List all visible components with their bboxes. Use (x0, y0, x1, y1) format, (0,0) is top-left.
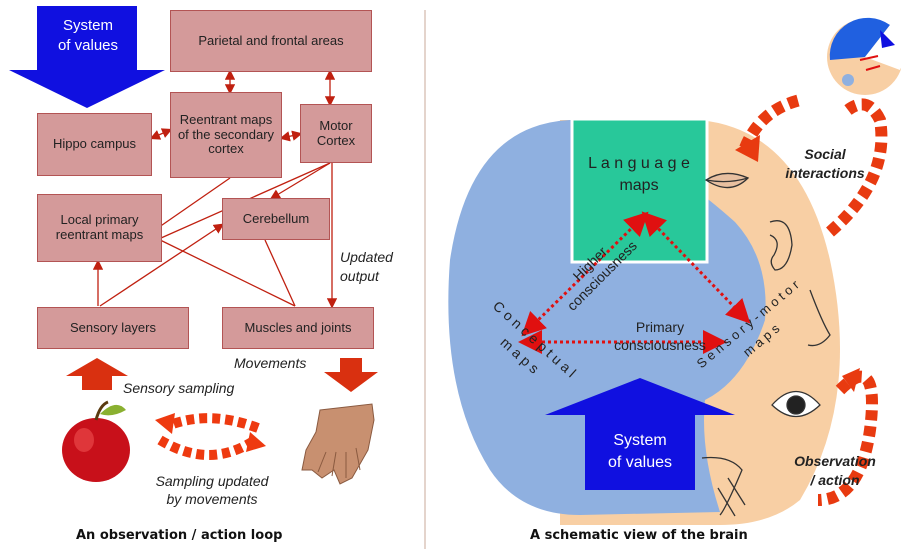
movements-down-arrow (324, 358, 378, 392)
primary-consciousness-label: Primary consciousness (614, 319, 706, 354)
language-maps-label: L a n g u a g e maps (588, 155, 690, 194)
social-loop-arrowhead (735, 135, 760, 162)
sampling-updated-label: Sampling updated by movements (155, 473, 269, 508)
right-caption: A schematic view of the brain (530, 528, 748, 543)
consciousness-arrows (518, 211, 751, 354)
connection-arrows (92, 69, 338, 309)
box-muscles-joints: Muscles and joints (222, 307, 374, 349)
touch-hand-icon (701, 456, 746, 517)
observation-loop-arrow (817, 370, 878, 506)
updated-output-label: Updated output (340, 249, 393, 284)
sensory-up-arrow (66, 358, 128, 390)
box-hippocampus: Hippo campus (37, 113, 152, 176)
nose-icon (807, 289, 831, 347)
box-local-primary: Local primary reentrant maps (37, 194, 162, 262)
system-of-values-label-right: System of values (607, 432, 673, 471)
sense-organs (701, 172, 831, 517)
observation-loop-arrowhead (842, 368, 860, 392)
values-label-left: System of values (57, 17, 119, 54)
box-parietal-frontal: Parietal and frontal areas (170, 10, 372, 72)
apple-icon (62, 400, 130, 482)
movements-label: Movements (234, 355, 307, 371)
values-arrow-right (545, 378, 735, 490)
values-arrow-left (9, 6, 165, 108)
sampling-loop-arrow (155, 413, 266, 460)
social-loop-arrow (739, 94, 888, 237)
box-motor-cortex: Motor Cortex (300, 104, 372, 163)
left-caption: An observation / action loop (76, 528, 283, 543)
box-reentrant-secondary: Reentrant maps of the secondary cortex (170, 92, 282, 178)
social-interactions-label: Social interactions (785, 146, 865, 181)
observation-action-label: Observation / action (794, 453, 876, 488)
box-cerebellum: Cerebellum (222, 198, 330, 240)
hand-icon (301, 403, 375, 485)
sensory-sampling-label: Sensory sampling (123, 380, 235, 396)
ear-icon (769, 220, 793, 271)
social-brain-icon (827, 17, 901, 95)
box-sensory-layers: Sensory layers (37, 307, 189, 349)
